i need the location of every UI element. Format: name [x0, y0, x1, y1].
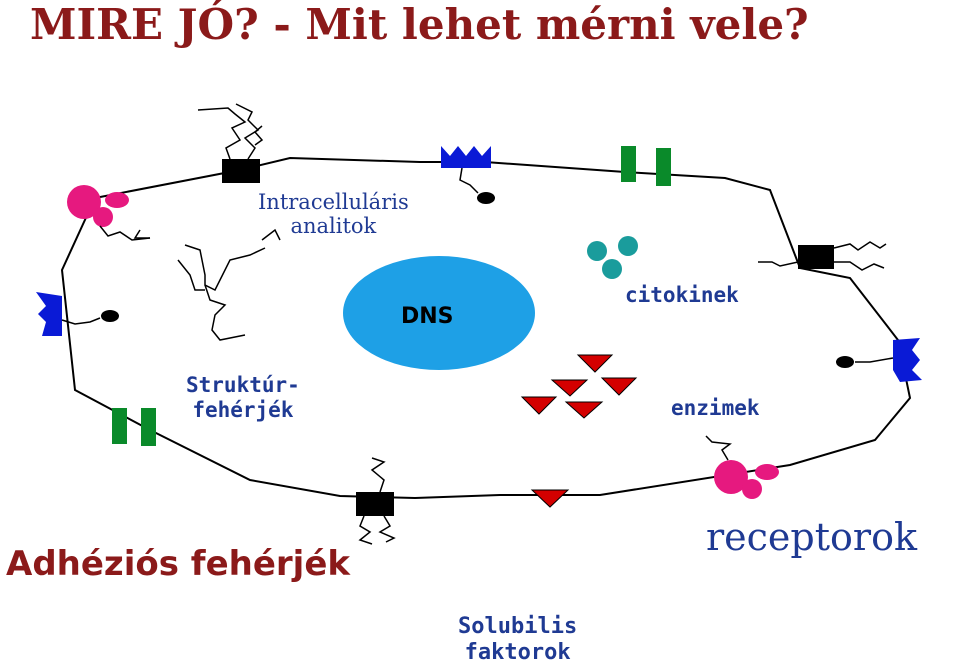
receptor-shape [36, 292, 62, 336]
cytoskeleton-fiber [204, 284, 246, 341]
pink-receptor-ball [755, 464, 779, 480]
label-adhesion-proteins: Adhéziós fehérjék [6, 544, 351, 584]
cytoskeleton-fiber [177, 259, 205, 291]
wavy-chain [378, 515, 396, 543]
wavy-chain [833, 241, 887, 251]
enzyme-triangle [520, 396, 558, 415]
pink-receptor-ball [93, 207, 113, 227]
ligand-dot [477, 192, 495, 204]
wavy-chain [358, 515, 373, 545]
label-intracellular-analytes: Intracelluláris analitok [258, 190, 409, 238]
pink-receptor-ball [67, 185, 101, 219]
wavy-chain [834, 261, 885, 271]
intracellular-black-box [222, 159, 260, 183]
enzyme-triangle [550, 379, 589, 397]
enzyme-triangle [564, 401, 604, 419]
label-line: analitok [290, 214, 377, 239]
receptor-tail [99, 225, 151, 241]
label-line: Intracelluláris [258, 190, 409, 214]
label-line: fehérjék [192, 398, 294, 423]
label-line: faktorok [464, 640, 571, 666]
enzyme-triangle [530, 489, 570, 508]
cytoskeleton-fiber [133, 229, 150, 239]
wavy-chain [253, 125, 264, 146]
cytoskeleton-fiber [261, 228, 281, 241]
page-title: MIRE JÓ? - Mit lehet mérni vele? [30, 0, 809, 49]
adhesion-bar [621, 146, 636, 182]
cytokine-dot [618, 236, 638, 256]
ligand-dot [836, 356, 854, 368]
receptor-tether [459, 167, 479, 194]
receptor-black-box [798, 245, 834, 269]
label-enzymes: enzimek [671, 396, 760, 420]
label-line: Struktúr- [186, 373, 300, 397]
enzyme-triangle [600, 377, 638, 396]
enzyme-triangle [576, 354, 614, 373]
receptor-shape [441, 146, 491, 168]
label-structural-proteins: Struktúr- fehérjék [186, 373, 300, 423]
cytoskeleton-fiber [184, 244, 266, 292]
cytokine-dot [602, 259, 622, 279]
wavy-chain [758, 261, 799, 267]
adhesion-bar [656, 148, 671, 186]
receptor-tether [61, 317, 101, 325]
receptor-tail [705, 435, 732, 461]
nucleus [343, 256, 535, 370]
label-line: Solubilis [458, 614, 578, 639]
label-soluble-factors: Solubilis faktorok [458, 614, 577, 667]
wavy-chain [197, 107, 247, 160]
pink-receptor-ball [105, 192, 129, 208]
adhesion-bar [141, 408, 156, 446]
label-receptors: receptorok [706, 515, 917, 559]
ligand-dot [101, 310, 119, 322]
adhesion-bar [112, 408, 127, 444]
pink-receptor-ball [714, 460, 748, 494]
receptor-tether [855, 357, 894, 363]
pink-receptor-ball [742, 479, 762, 499]
wavy-chain [370, 457, 386, 493]
cytokine-dot [587, 241, 607, 261]
label-cytokines: citokinek [625, 283, 739, 307]
receptor-shape [893, 338, 922, 382]
receptor-black-box [356, 492, 394, 516]
label-dns: DNS [401, 304, 454, 329]
